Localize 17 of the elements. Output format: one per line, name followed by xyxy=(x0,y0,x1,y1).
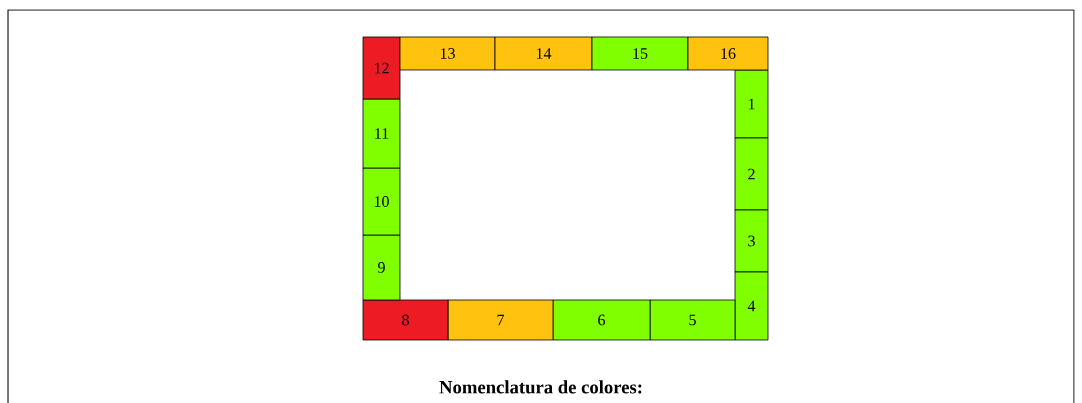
numbered-cell: 6 xyxy=(552,299,651,341)
numbered-cell: 12 xyxy=(362,36,401,100)
numbered-cell: 14 xyxy=(494,36,593,71)
numbered-cell: 7 xyxy=(447,299,554,341)
numbered-cell: 1 xyxy=(734,69,769,139)
numbered-cell: 10 xyxy=(362,167,401,236)
numbered-cell: 11 xyxy=(362,98,401,169)
numbered-cell: 2 xyxy=(734,137,769,211)
numbered-cell: 15 xyxy=(591,36,689,71)
numbered-cell: 3 xyxy=(734,209,769,273)
numbered-cell: 16 xyxy=(687,36,769,71)
numbered-cell: 5 xyxy=(649,299,736,341)
numbered-cell: 8 xyxy=(362,299,449,341)
numbered-cell: 4 xyxy=(734,271,769,341)
numbered-cell: 13 xyxy=(399,36,496,71)
caption: Nomenclatura de colores: xyxy=(439,380,642,394)
numbered-cell: 9 xyxy=(362,234,401,301)
